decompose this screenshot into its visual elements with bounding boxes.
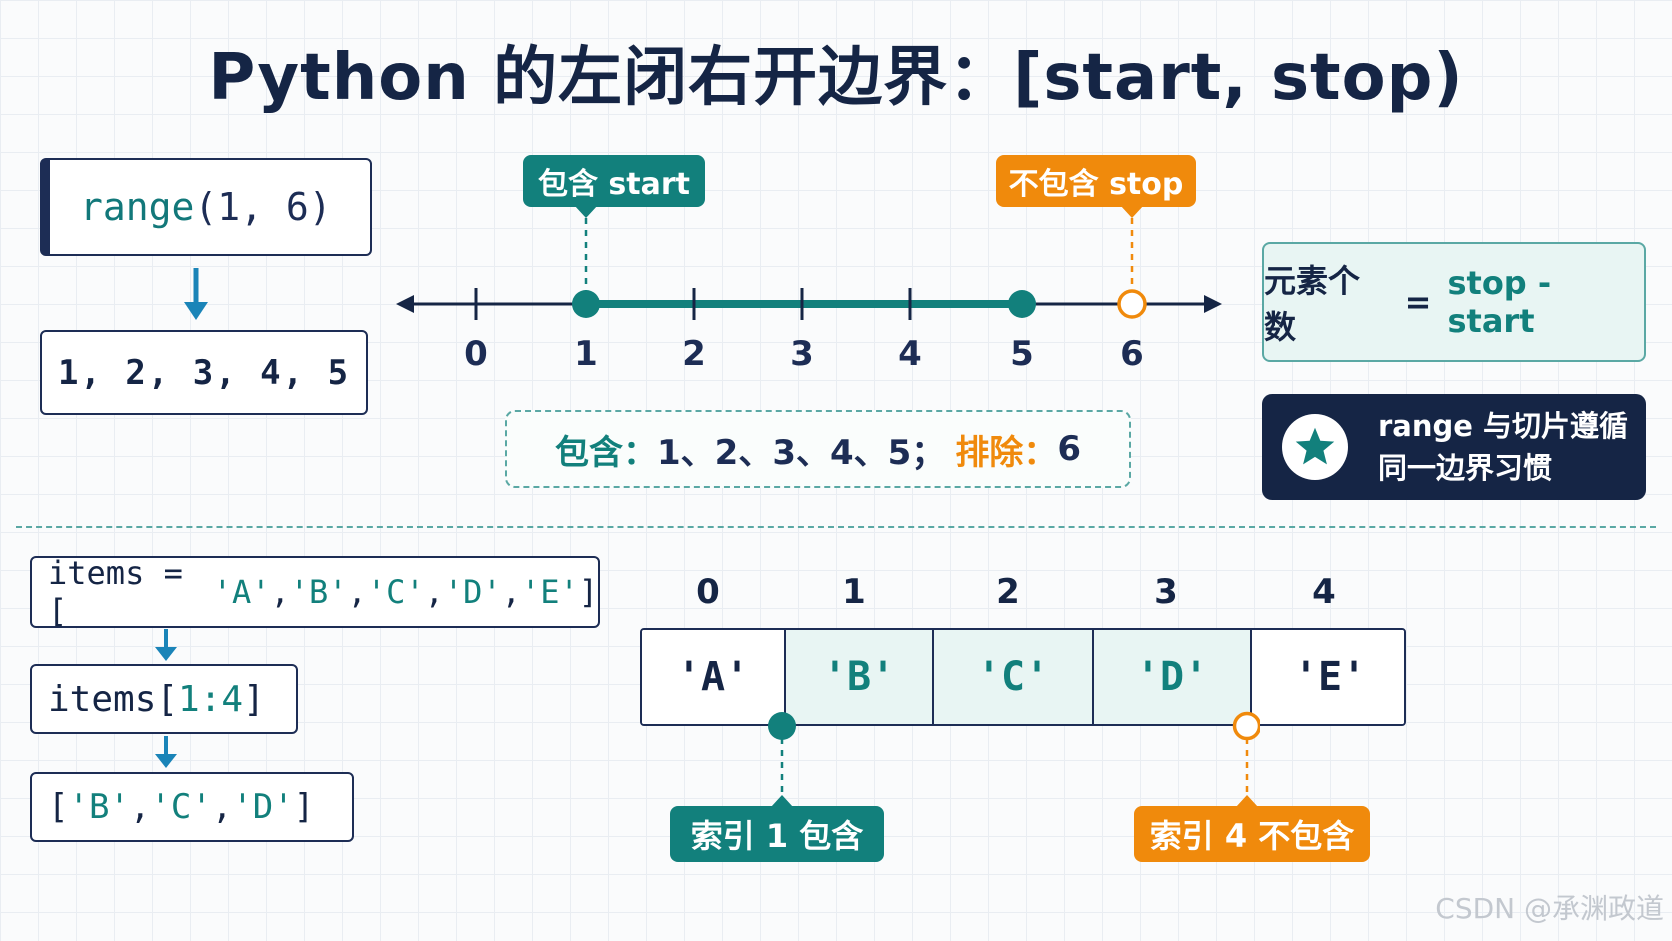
exclude-tag-pointer: [1120, 205, 1144, 218]
tick-label: 2: [682, 334, 706, 374]
watermark: CSDN @承渊政道: [1435, 892, 1664, 925]
index-label: 3: [1154, 572, 1178, 612]
start-filled-dot: [572, 290, 600, 318]
index-include-pointer: [771, 795, 793, 807]
slice-expr-range: 1:4: [178, 678, 244, 720]
slice-result-box: ['B', 'C', 'D']: [30, 772, 354, 842]
slice-expression-box: items[1:4]: [30, 664, 298, 734]
end-filled-dot: [1008, 290, 1036, 318]
down-arrow-icon: [155, 629, 177, 661]
slice-expr-close: ]: [243, 678, 265, 720]
exclude-stop-tag: 不包含 stop: [996, 155, 1196, 207]
items-def-value: 'B': [289, 573, 348, 611]
note-line-2: 同一边界习惯: [1378, 451, 1553, 485]
element-count-formula: 元素个数 = stop - start: [1262, 242, 1646, 362]
tick-label: 6: [1120, 334, 1144, 374]
items-def-value: 'C': [366, 573, 425, 611]
table-cell: 'E': [1252, 630, 1404, 724]
page-title: Python 的左闭右开边界：[start, stop): [208, 41, 1464, 115]
exclude-label: 排除：: [955, 432, 1058, 473]
tick-label: 5: [1010, 334, 1034, 374]
table-cell-selected: 'B': [786, 630, 934, 724]
index-label: 4: [1312, 572, 1336, 612]
items-def-value: 'E': [520, 573, 579, 611]
index-table: 'A' 'B' 'C' 'D' 'E': [640, 628, 1406, 726]
tick-label: 0: [464, 334, 488, 374]
range-function-name: range: [80, 185, 195, 229]
slice-result-value: 'B': [68, 787, 130, 827]
table-cell-selected: 'D': [1094, 630, 1252, 724]
index-exclude-tag: 索引 4 不包含: [1134, 806, 1370, 862]
include-values: 1、2、3、4、5；: [657, 432, 946, 473]
tick-label: 3: [790, 334, 814, 374]
include-start-tag: 包含 start: [523, 155, 705, 207]
include-tag-pointer: [574, 205, 598, 218]
range-result-values: 1, 2, 3, 4, 5: [57, 352, 351, 393]
range-call-box: range(1, 6): [40, 158, 372, 256]
items-def-value: 'A': [212, 573, 271, 611]
count-label: 元素个数: [1264, 262, 1361, 346]
count-equals: =: [1404, 283, 1432, 321]
items-definition-box: items = ['A', 'B', 'C', 'D', 'E']: [30, 554, 600, 630]
count-formula: stop - start: [1447, 264, 1552, 340]
index-label: 0: [696, 572, 720, 612]
left-arrowhead: [396, 295, 414, 313]
exclude-value: 6: [1057, 429, 1081, 469]
star-icon: [1282, 414, 1348, 480]
stop-open-dot: [1117, 289, 1147, 319]
stop-boundary-dot: [1232, 711, 1260, 741]
right-arrowhead: [1204, 295, 1222, 313]
slice-result-value: 'D': [232, 787, 294, 827]
slice-boundary-markers: [768, 711, 1260, 798]
slice-result-value: 'C': [150, 787, 212, 827]
boundary-note-card: range 与切片遵循 同一边界习惯: [1262, 394, 1646, 500]
tick-label: 1: [574, 334, 598, 374]
include-label: 包含：: [555, 432, 658, 473]
note-line-1: range 与切片遵循: [1378, 409, 1629, 443]
range-arguments: (1, 6): [194, 185, 332, 229]
index-label: 1: [842, 572, 866, 612]
table-cell: 'A': [642, 630, 786, 724]
index-label: 2: [996, 572, 1020, 612]
index-include-tag: 索引 1 包含: [670, 806, 884, 862]
table-cell-selected: 'C': [934, 630, 1094, 724]
section-divider: [16, 526, 1656, 528]
start-boundary-dot: [768, 712, 796, 740]
items-def-value: 'D': [443, 573, 502, 611]
down-arrow-icon: [155, 736, 177, 768]
tick-label: 4: [898, 334, 922, 374]
items-def-name: items = [: [48, 554, 183, 630]
index-exclude-pointer: [1236, 795, 1258, 807]
range-result-box: 1, 2, 3, 4, 5: [40, 330, 368, 415]
include-exclude-summary: 包含： 1、2、3、4、5； 排除： 6: [505, 410, 1131, 488]
down-arrow-icon: [184, 268, 208, 320]
number-line: [396, 218, 1222, 320]
slice-expr-name: items[: [48, 678, 179, 720]
